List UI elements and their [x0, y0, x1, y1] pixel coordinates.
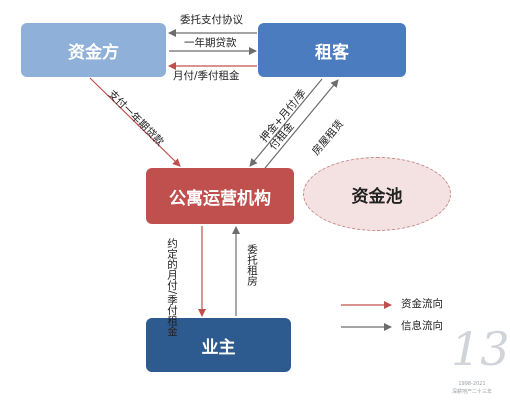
logo-years: 1998-2021 — [458, 381, 486, 387]
logo-caption: 深耕地产二十三年 — [451, 389, 492, 395]
arrow-house-rent — [264, 79, 339, 169]
label-monthly-rent: 月付/季付租金 — [173, 70, 240, 82]
company-logo: 13 1998-2021 深耕地产二十三年 — [451, 318, 510, 398]
node-zijinfang: 资金方 — [21, 23, 166, 77]
legend-money-label: 资金流向 — [401, 298, 443, 310]
label-entrust-payment: 委托支付协议 — [180, 14, 243, 26]
arrow-pay-loan — [89, 77, 181, 167]
label-one-year-loan: 一年期贷款 — [184, 37, 237, 49]
arrow-deposit-rent — [249, 78, 323, 167]
logo-mark: 13 — [451, 322, 510, 376]
node-gongyu: 公寓运营机构 — [146, 168, 294, 224]
node-zuke: 租客 — [258, 23, 406, 77]
legend-info-label: 信息流向 — [401, 320, 443, 332]
node-pool: 资金池 — [303, 157, 451, 231]
node-yezhu: 业主 — [146, 318, 291, 372]
label-entrust-rent: 委托租房 — [246, 244, 258, 286]
label-agreed-rent: 约定的月付/季付租金 — [166, 238, 178, 337]
